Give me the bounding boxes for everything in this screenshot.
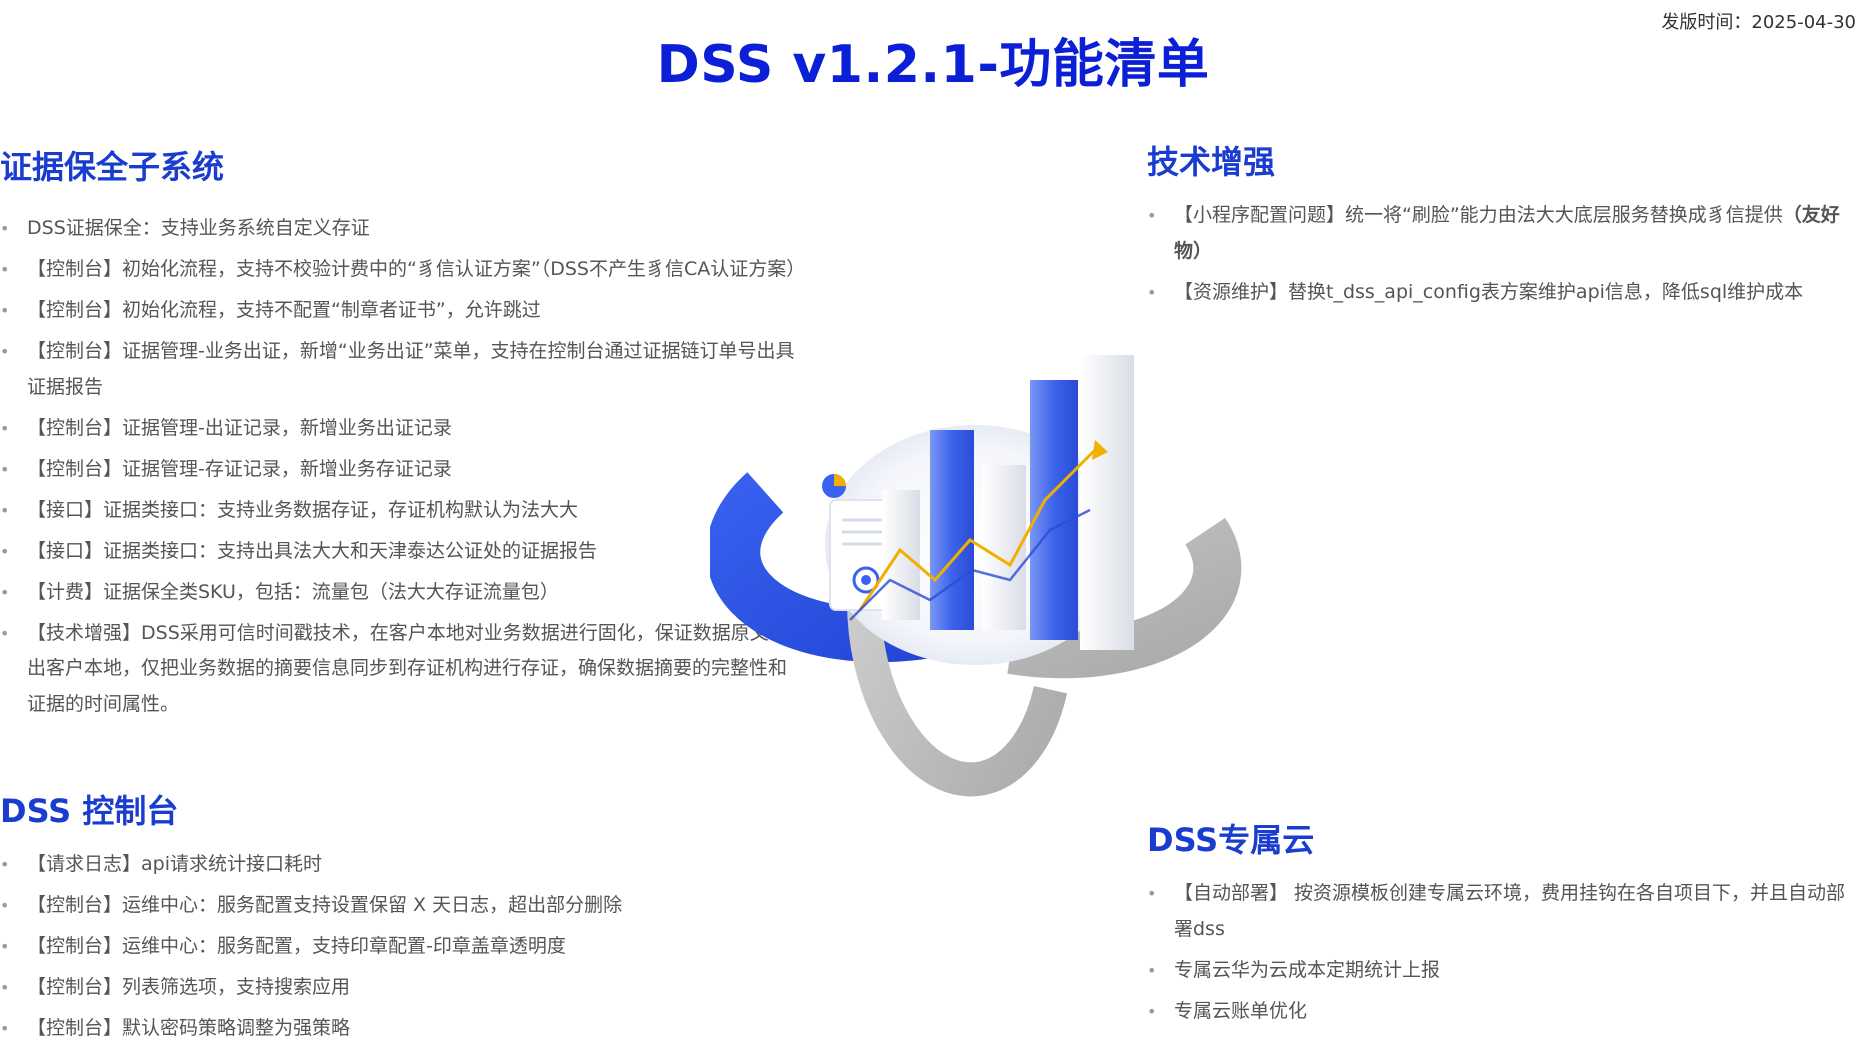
list-item: 【控制台】运维中心：服务配置支持设置保留 X 天日志，超出部分删除 [0,888,800,924]
trend-line [849,440,1108,621]
list-item: 【资源维护】替换t_dss_api_config表方案维护api信息，降低sql… [1147,275,1847,311]
list-item: 专属云账单优化 [1147,994,1847,1030]
section-title: 证据保全子系统 [0,148,225,186]
section-tech: 技术增强 【小程序配置问题】统一将“刷脸”能力由法大大底层服务替换成豸信提供（友… [1147,137,1847,316]
list-item: 【控制台】证据管理-存证记录，新增业务存证记录 [0,452,800,488]
list-item: 【控制台】初始化流程，支持不校验计费中的“豸信认证方案”（DSS不产生豸信CA认… [0,252,805,288]
pie-chart-icon [822,474,846,498]
list-item: 【接口】证据类接口：支持出具法大大和天津泰达公证处的证据报告 [0,534,800,570]
section-title: DSS专属云 [1147,821,1315,859]
item-text: 【资源维护】替换t_dss_api_config表方案维护api信息，降低sql… [1174,280,1804,303]
feature-list: DSS证据保全：支持业务系统自定义存证 【控制台】初始化流程，支持不校验计费中的… [0,211,805,723]
bar-chart [882,355,1134,650]
item-bold-note: （友好物） [1174,204,1840,262]
list-item: 【自动部署】 按资源模板创建专属云环境，费用挂钩在各自项目下，并且自动部署dss [1147,876,1847,947]
list-item: 【小程序配置问题】统一将“刷脸”能力由法大大底层服务替换成豸信提供（友好物） [1147,198,1847,269]
ring-bottom-gray [847,443,1073,797]
feature-list: 【请求日志】api请求统计接口耗时 【控制台】运维中心：服务配置支持设置保留 X… [0,847,800,1047]
data-analytics-illustration [710,280,1242,797]
list-item: 【接口】证据类接口：支持业务数据存证，存证机构默认为法大大 [0,493,800,529]
list-item: 【控制台】初始化流程，支持不配置“制章者证书”，允许跳过 [0,293,800,329]
page-title: DSS v1.2.1-功能清单 [656,35,1210,95]
list-item: 【计费】证据保全类SKU，包括：流量包（法大大存证流量包） [0,575,800,611]
list-item: DSS证据保全：支持业务系统自定义存证 [0,211,800,247]
list-item: 【控制台】列表筛选项，支持搜索应用 [0,970,800,1006]
section-title: DSS 控制台 [0,792,179,830]
section-evidence: 证据保全子系统 DSS证据保全：支持业务系统自定义存证 【控制台】初始化流程，支… [0,142,805,728]
item-text: 【小程序配置问题】统一将“刷脸”能力由法大大底层服务替换成豸信提供 [1174,204,1783,226]
release-date: 发版时间：2025-04-30 [1661,12,1856,33]
list-item: 专属云华为云成本定期统计上报 [1147,953,1847,989]
list-item: 【控制台】默认密码策略调整为强策略 [0,1011,800,1047]
list-item: 【控制台】证据管理-出证记录，新增业务出证记录 [0,411,800,447]
list-item: 【请求日志】api请求统计接口耗时 [0,847,800,883]
list-item: 【技术增强】DSS采用可信时间戳技术，在客户本地对业务数据进行固化，保证数据原文… [0,616,800,723]
list-item: 【控制台】运维中心：服务配置，支持印章配置-印章盖章透明度 [0,929,800,965]
feature-list: 【自动部署】 按资源模板创建专属云环境，费用挂钩在各自项目下，并且自动部署dss… [1147,876,1847,1029]
section-title: 技术增强 [1147,143,1276,181]
list-item: 【控制台】证据管理-业务出证，新增“业务出证”菜单，支持在控制台通过证据链订单号… [0,334,800,405]
section-console: DSS 控制台 【请求日志】api请求统计接口耗时 【控制台】运维中心：服务配置… [0,786,800,1052]
feature-list: 【小程序配置问题】统一将“刷脸”能力由法大大底层服务替换成豸信提供（友好物） 【… [1147,198,1847,310]
section-cloud: DSS专属云 【自动部署】 按资源模板创建专属云环境，费用挂钩在各自项目下，并且… [1147,815,1847,1035]
